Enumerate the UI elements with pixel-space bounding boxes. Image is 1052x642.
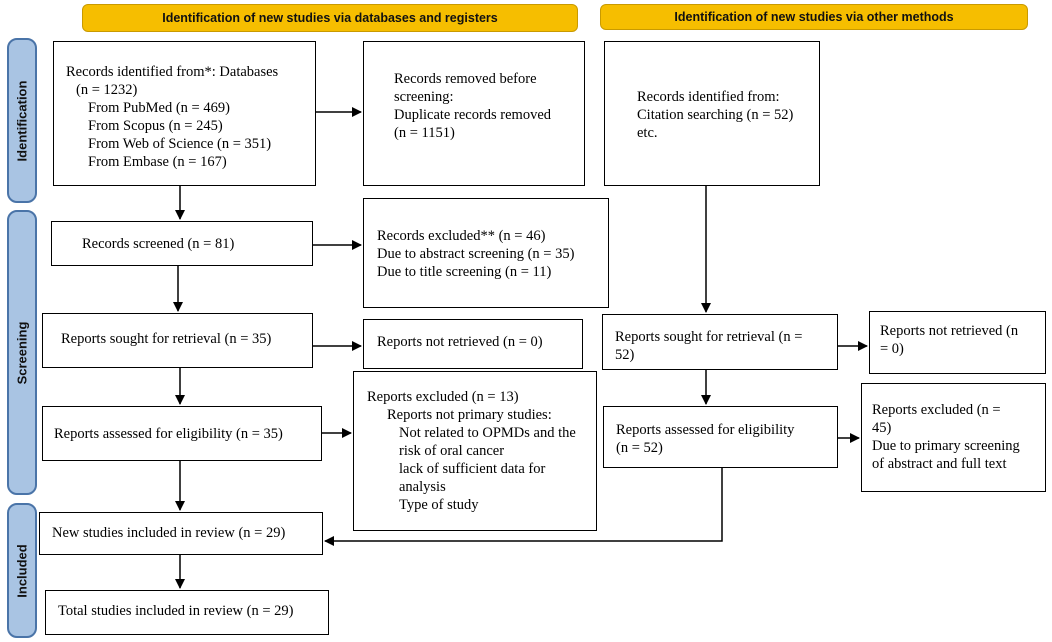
other-reports-assessed-box: Reports assessed for eligibility (n = 52…	[603, 406, 838, 468]
records-excluded-line: Due to abstract screening (n = 35)	[377, 246, 575, 262]
records-removed-line: screening:	[394, 89, 454, 105]
phase-identification: Identification	[7, 38, 37, 203]
other-reports-not-retrieved-box: Reports not retrieved (n = 0)	[869, 311, 1046, 374]
records-removed-box: Records removed before screening: Duplic…	[363, 41, 585, 186]
records-excluded-line: Records excluded** (n = 46)	[377, 228, 546, 244]
phase-included-label: Included	[14, 543, 30, 598]
other-reports-not-retrieved-count: = 0)	[880, 341, 904, 357]
reports-excluded-box: Reports excluded (n = 13) Reports not pr…	[353, 371, 597, 531]
records-identified-line: Records identified from*: Databases	[66, 64, 279, 80]
new-studies-included-text: New studies included in review (n = 29)	[52, 525, 286, 541]
reports-excluded-line: Not related to OPMDs and the	[399, 425, 576, 441]
new-studies-included-box: New studies included in review (n = 29)	[39, 512, 323, 555]
total-studies-included-text: Total studies included in review (n = 29…	[58, 603, 294, 619]
reports-assessed-text: Reports assessed for eligibility (n = 35…	[54, 426, 283, 442]
other-records-identified-box: Records identified from: Citation search…	[604, 41, 820, 186]
other-records-identified-line: Records identified from:	[637, 89, 780, 105]
header-databases: Identification of new studies via databa…	[82, 4, 578, 32]
source-web-of-science: From Web of Science (n = 351)	[88, 136, 272, 152]
records-screened-text: Records screened (n = 81)	[82, 236, 235, 252]
records-removed-line: Duplicate records removed	[394, 107, 552, 123]
reports-not-retrieved-box: Reports not retrieved (n = 0)	[363, 319, 583, 369]
reports-excluded-line: Reports excluded (n = 13)	[367, 389, 519, 405]
phase-screening-label: Screening	[14, 321, 30, 384]
reports-excluded-line: analysis	[399, 479, 446, 495]
phase-screening: Screening	[7, 210, 37, 495]
header-other-methods: Identification of new studies via other …	[600, 4, 1028, 30]
records-removed-line: Records removed before	[394, 71, 537, 87]
other-records-identified-line: etc.	[637, 125, 658, 141]
other-reports-not-retrieved-line: Reports not retrieved (n	[880, 323, 1019, 339]
other-reports-sought-count: 52)	[615, 347, 635, 363]
reports-excluded-line: lack of sufficient data for	[399, 461, 546, 477]
other-reports-excluded-line: Due to primary screening	[872, 438, 1020, 454]
records-removed-count: (n = 1151)	[394, 125, 455, 141]
records-identified-count: (n = 1232)	[76, 82, 138, 98]
other-reports-excluded-line: Reports excluded (n =	[872, 402, 1001, 418]
other-reports-sought-box: Reports sought for retrieval (n = 52)	[602, 314, 838, 370]
reports-not-retrieved-text: Reports not retrieved (n = 0)	[377, 334, 543, 350]
other-reports-excluded-line: of abstract and full text	[872, 456, 1007, 472]
records-identified-box: Records identified from*: Databases (n =…	[53, 41, 316, 186]
records-excluded-line: Due to title screening (n = 11)	[377, 264, 552, 280]
source-embase: From Embase (n = 167)	[88, 154, 227, 170]
other-reports-excluded-box: Reports excluded (n = 45) Due to primary…	[861, 383, 1046, 492]
reports-sought-text: Reports sought for retrieval (n = 35)	[61, 331, 272, 347]
total-studies-included-box: Total studies included in review (n = 29…	[45, 590, 329, 635]
reports-excluded-line: risk of oral cancer	[399, 443, 505, 459]
other-reports-assessed-count: (n = 52)	[616, 440, 663, 456]
records-excluded-box: Records excluded** (n = 46) Due to abstr…	[363, 198, 609, 308]
source-pubmed: From PubMed (n = 469)	[88, 100, 230, 116]
reports-assessed-box: Reports assessed for eligibility (n = 35…	[42, 406, 322, 461]
other-reports-excluded-count: 45)	[872, 420, 892, 436]
other-reports-assessed-line: Reports assessed for eligibility	[616, 422, 795, 438]
phase-included: Included	[7, 503, 37, 638]
reports-excluded-line: Reports not primary studies:	[387, 407, 552, 423]
other-records-identified-count: Citation searching (n = 52)	[637, 107, 794, 123]
reports-excluded-line: Type of study	[399, 497, 479, 513]
other-reports-sought-line: Reports sought for retrieval (n =	[615, 329, 803, 345]
records-screened-box: Records screened (n = 81)	[51, 221, 313, 266]
source-scopus: From Scopus (n = 245)	[88, 118, 223, 134]
phase-identification-label: Identification	[14, 80, 30, 161]
reports-sought-box: Reports sought for retrieval (n = 35)	[42, 313, 313, 368]
